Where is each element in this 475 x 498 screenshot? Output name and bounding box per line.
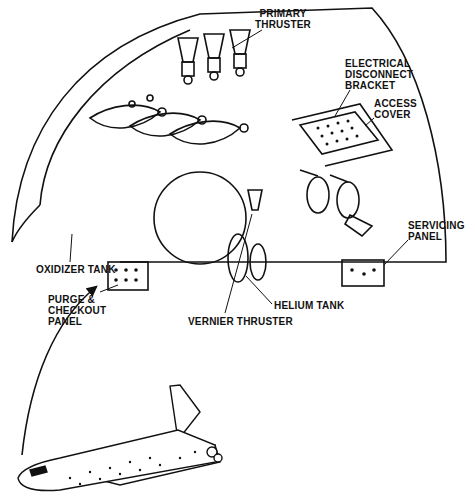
servicing-panel [342, 260, 384, 286]
shell-inner [40, 30, 190, 205]
part-label: SERVICING PANEL [408, 220, 472, 242]
part-label: PRIMARY THRUSTER [250, 8, 316, 30]
right-thrusters [300, 170, 372, 236]
side-thrusters [90, 95, 248, 144]
vernier-thruster [248, 190, 262, 210]
part-label: HELIUM TANK [274, 300, 364, 311]
disconnect-bracket [300, 112, 378, 154]
part-label: OXIDIZER TANK [36, 264, 146, 275]
part-label: VERNIER THRUSTER [188, 316, 308, 327]
part-label: ELECTRICAL DISCONNECT BRACKET [345, 58, 423, 91]
module-shell [12, 8, 446, 262]
part-label: ACCESS COVER [374, 98, 424, 120]
part-label: PURGE & CHECKOUT PANEL [48, 294, 112, 327]
bracket-pins [317, 120, 359, 146]
tank-opening [154, 172, 246, 264]
shuttle-illustration [18, 385, 222, 491]
panel-ports [114, 268, 376, 282]
helium-tank-2 [250, 244, 266, 280]
shuttle-tiles [69, 451, 196, 485]
primary-thrusters [178, 30, 250, 84]
shell-edge [12, 205, 40, 242]
